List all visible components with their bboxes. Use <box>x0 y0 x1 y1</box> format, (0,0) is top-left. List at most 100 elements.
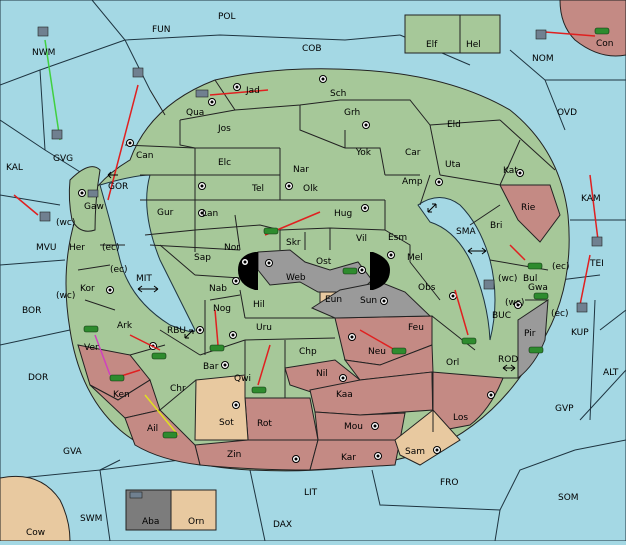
land-label-amp: Amp <box>402 177 423 187</box>
gaw-territory[interactable] <box>68 166 101 232</box>
land-label-hil: Hil <box>253 300 265 310</box>
sea-label-kal: KAL <box>6 163 23 173</box>
rie-territory[interactable] <box>499 184 561 243</box>
los-territory[interactable] <box>431 371 504 433</box>
elf-territory[interactable] <box>404 14 461 54</box>
land-label-sam: Sam <box>405 447 425 457</box>
orn-territory[interactable] <box>170 489 217 531</box>
sma-sea[interactable] <box>417 197 496 341</box>
land-label-orl: Orl <box>446 358 459 368</box>
supply-centers <box>78 75 524 463</box>
land-label-lan: Lan <box>202 209 218 219</box>
land-label-can: Can <box>136 151 154 161</box>
land-labels: Elf Hel Jad Sch Qua Jos Grh Eld Can Yok … <box>56 40 570 527</box>
land-label-feu: Feu <box>408 323 424 333</box>
sea-label-som: SOM <box>558 493 579 503</box>
land-label-jad: Jad <box>245 86 260 96</box>
land-label-wc4: (wc) <box>505 298 524 308</box>
land-label-qwi: Qwi <box>234 374 251 384</box>
land-label-ken: Ken <box>113 390 130 400</box>
sea-label-mvu: MVU <box>36 243 57 253</box>
ail-territory[interactable] <box>124 409 201 466</box>
sea-label-rbu: RBU <box>167 326 186 336</box>
sea-label-con: Con <box>596 39 614 49</box>
sea-label-pol: POL <box>218 12 236 22</box>
passage-markers <box>107 171 516 372</box>
land-label-gaw: Gaw <box>84 202 104 212</box>
sea-label-buc: BUC <box>492 311 511 321</box>
con-territory[interactable] <box>559 0 626 57</box>
land-label-jos: Jos <box>217 124 231 134</box>
land-label-tel: Tel <box>251 184 264 194</box>
sea-label-tei: TEI <box>589 259 604 269</box>
sea-label-fun: FUN <box>152 25 171 35</box>
hel-territory[interactable] <box>459 14 501 54</box>
land-label-ark: Ark <box>117 321 133 331</box>
sea-label-bor: BOR <box>22 306 41 316</box>
land-label-ail: Ail <box>147 424 158 434</box>
land-label-los: Los <box>453 413 468 423</box>
land-label-mou: Mou <box>344 422 363 432</box>
cow-territory[interactable] <box>0 475 71 542</box>
sea-label-gor: GOR <box>108 182 128 192</box>
land-label-ec1: (ec) <box>102 243 120 253</box>
land-label-gur: Gur <box>157 208 174 218</box>
land-label-aba: Aba <box>142 517 159 527</box>
land-label-neu: Neu <box>368 347 386 357</box>
land-label-elf: Elf <box>426 40 438 50</box>
land-label-bul: Bul <box>523 274 537 284</box>
ken-territory[interactable] <box>89 379 161 419</box>
land-label-nog: Nog <box>213 304 231 314</box>
land-label-vil: Vil <box>356 234 367 244</box>
sea-label-wc1: (wc) <box>56 218 75 228</box>
sea-label-lit: LIT <box>304 488 318 498</box>
sea-label-fro: FRO <box>440 478 459 488</box>
land-label-chr: Chr <box>170 384 186 394</box>
sot-territory[interactable] <box>194 374 249 441</box>
land-label-mel: Mel <box>407 253 423 263</box>
units <box>37 26 610 499</box>
retreat-arrow <box>94 334 111 376</box>
pir-territory[interactable] <box>517 299 549 380</box>
land-label-sot: Sot <box>219 418 234 428</box>
sea-label-kup: KUP <box>571 328 589 338</box>
land-label-elc: Elc <box>218 158 231 168</box>
sea-label-nom: NOM <box>532 54 554 64</box>
sea-label-cow: Cow <box>26 528 45 538</box>
land-label-car: Car <box>405 148 421 158</box>
neu-territory[interactable] <box>343 344 434 381</box>
sea-label-dor: DOR <box>28 373 48 383</box>
land-label-gwa: Gwa <box>528 283 548 293</box>
order-arrows <box>13 31 599 386</box>
land-label-rot: Rot <box>257 419 272 429</box>
rot-territory[interactable] <box>244 397 319 441</box>
land-label-qua: Qua <box>186 108 204 118</box>
land-label-eld: Eld <box>447 120 461 130</box>
sea-label-cob: COB <box>302 44 322 54</box>
land-label-hug: Hug <box>334 209 352 219</box>
sea-label-mit: MIT <box>136 274 152 284</box>
land-label-grh: Grh <box>344 108 360 118</box>
land-borders <box>77 79 556 432</box>
land-label-orn: Orn <box>188 517 204 527</box>
zin-territory[interactable] <box>194 439 319 471</box>
land-label-wc2: (wc) <box>498 274 517 284</box>
land-label-bri: Bri <box>490 221 502 231</box>
land-label-pir: Pir <box>524 329 536 339</box>
land-label-yok: Yok <box>355 148 372 158</box>
land-label-kar: Kar <box>341 453 356 463</box>
kar-territory[interactable] <box>309 439 401 471</box>
land-label-kat: Kat <box>503 166 518 176</box>
land-label-ver: Ver <box>84 343 99 353</box>
land-label-ec4: (ec) <box>551 309 569 319</box>
land-label-zin: Zin <box>227 450 241 460</box>
web-right-cap <box>370 252 390 290</box>
land-label-obs: Obs <box>418 283 436 293</box>
land-label-chp: Chp <box>299 347 317 357</box>
sea-label-gva: GVA <box>63 447 83 457</box>
sea-label-nwm: NWM <box>32 48 55 58</box>
land-label-wc3: (wc) <box>56 291 75 301</box>
land-label-skr: Skr <box>286 238 301 248</box>
